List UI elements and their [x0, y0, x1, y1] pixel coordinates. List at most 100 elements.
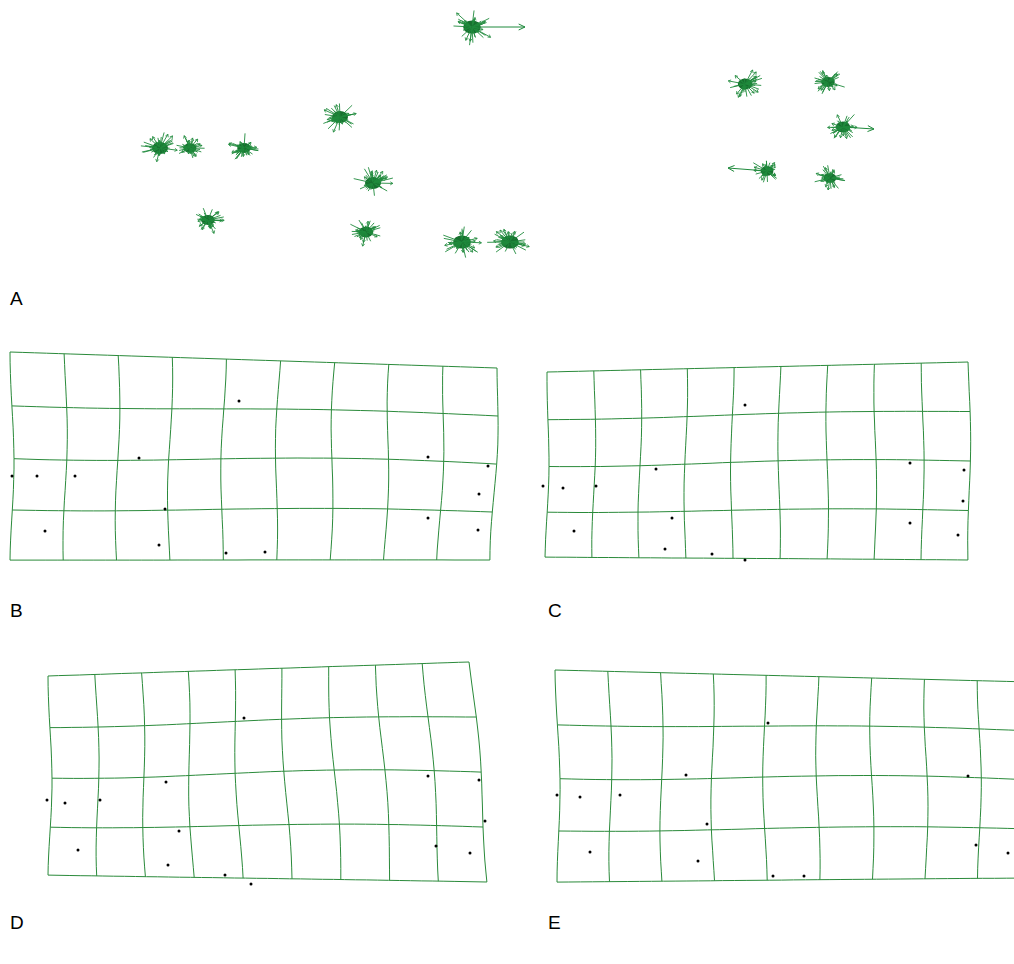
- deformation-grid: [46, 662, 487, 886]
- vector-line: [444, 238, 461, 241]
- vector-head: [832, 87, 835, 90]
- vector-line: [192, 145, 202, 147]
- vector-head: [737, 91, 740, 94]
- panel-letter: C: [548, 601, 562, 620]
- landmark-dot: [487, 465, 490, 468]
- landmark-dot: [556, 794, 559, 797]
- vector-line: [362, 223, 365, 230]
- landmark-dot: [77, 849, 80, 852]
- vector-line: [515, 243, 529, 246]
- vector-line: [366, 233, 367, 241]
- vector-head: [380, 171, 383, 174]
- vector-line: [246, 149, 253, 154]
- vector-head: [336, 120, 339, 123]
- landmark-dot: [579, 796, 582, 799]
- grid-line: [282, 668, 292, 879]
- vector-line: [245, 150, 250, 156]
- vector-line: [356, 230, 365, 232]
- vector-line: [744, 78, 746, 83]
- grid-line: [10, 352, 14, 560]
- vector-head: [761, 177, 764, 180]
- vector-line: [508, 232, 510, 239]
- vector-line: [236, 149, 243, 155]
- vector-line: [816, 81, 827, 82]
- grid-line: [548, 411, 970, 419]
- vector-line: [247, 149, 258, 151]
- vector-line: [153, 137, 159, 147]
- vector-line: [748, 84, 752, 86]
- vector-head: [735, 76, 738, 79]
- vector-line: [845, 114, 854, 124]
- vector-line: [342, 114, 352, 116]
- vector-head: [507, 232, 510, 235]
- long-vector: [728, 168, 767, 171]
- vector-line: [342, 105, 352, 114]
- vector-line: [454, 242, 462, 247]
- landmark-dot: [697, 860, 700, 863]
- vector-line: [374, 184, 387, 191]
- grid-line: [731, 368, 735, 559]
- vector-head: [822, 177, 825, 180]
- vector-head: [165, 134, 168, 137]
- vector-head: [501, 236, 504, 239]
- grid-line: [142, 673, 146, 877]
- vector-line: [830, 127, 842, 133]
- vector-line: [163, 136, 173, 146]
- vector-head: [340, 121, 343, 124]
- landmark-dot: [706, 823, 709, 826]
- vector-head: [500, 230, 503, 233]
- vector-cluster: [177, 136, 205, 158]
- landmark-dot: [1007, 852, 1010, 855]
- landmark-dot: [99, 799, 102, 802]
- vector-line: [462, 245, 464, 253]
- vector-line: [823, 70, 827, 79]
- landmark-dot: [74, 475, 77, 478]
- vector-line: [244, 142, 250, 147]
- panel-letter: D: [10, 913, 24, 932]
- vector-line: [738, 87, 743, 97]
- vector-line: [339, 103, 341, 116]
- vector-line: [159, 140, 160, 146]
- vector-head: [458, 21, 461, 24]
- vector-head: [496, 245, 499, 248]
- grid-line: [221, 359, 227, 560]
- landmark-dot: [243, 717, 246, 720]
- vector-line: [359, 220, 365, 230]
- long-vector-head: [728, 166, 735, 172]
- vector-head: [825, 184, 828, 187]
- vector-cluster: [815, 165, 845, 190]
- grid-line: [608, 671, 612, 881]
- long-vector-head: [519, 24, 525, 30]
- grid-line: [384, 364, 389, 560]
- vector-line: [369, 225, 380, 230]
- grid-line: [816, 677, 820, 880]
- vector-cluster: [828, 114, 874, 138]
- vector-line: [844, 128, 851, 131]
- vector-line: [209, 212, 218, 219]
- vector-line: [246, 142, 251, 146]
- vector-head: [374, 170, 377, 173]
- vector-head: [158, 140, 161, 143]
- vector-head: [473, 240, 476, 243]
- vector-head: [839, 135, 842, 138]
- grid-line: [684, 369, 688, 558]
- vector-line: [768, 172, 772, 176]
- vector-line: [833, 175, 842, 177]
- vector-line: [190, 148, 195, 151]
- vector-head: [246, 152, 249, 155]
- landmark-dot: [138, 457, 141, 460]
- vector-line: [184, 136, 189, 146]
- vector-line: [753, 163, 764, 169]
- vector-head: [832, 128, 835, 131]
- vector-line: [828, 82, 829, 88]
- long-vector: [472, 27, 525, 28]
- vector-line: [247, 149, 258, 151]
- vector-cluster: [141, 132, 177, 161]
- vector-line: [463, 227, 465, 238]
- vector-cluster: [728, 70, 762, 97]
- vector-line: [746, 86, 751, 96]
- vector-line: [831, 181, 834, 188]
- landmark-dot: [165, 781, 168, 784]
- vector-head: [248, 142, 251, 145]
- vector-line: [201, 220, 208, 229]
